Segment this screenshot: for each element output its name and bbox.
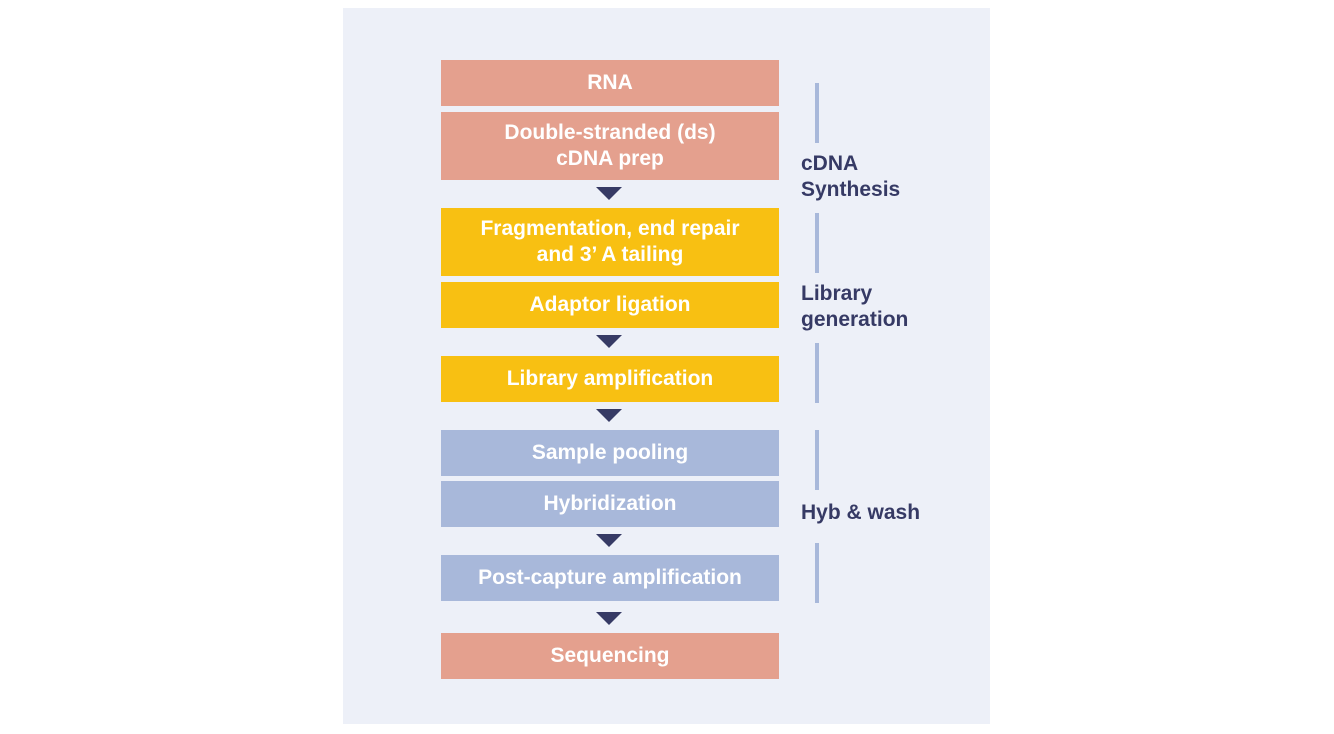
step-sequencing-label: Sequencing [550, 644, 670, 667]
flow-arrow [596, 187, 622, 200]
step-ds-cdna-prep-line2: cDNA prep [556, 147, 664, 170]
step-fragmentation-line2: and 3’ A tailing [536, 243, 684, 266]
step-library-amplification-label: Library amplification [506, 367, 714, 390]
step-adaptor-ligation-label: Adaptor ligation [529, 293, 691, 316]
flow-arrow [596, 612, 622, 625]
flow-arrow [596, 335, 622, 348]
step-rna-label: RNA [587, 71, 633, 94]
step-sample-pooling: Sample pooling [441, 430, 779, 476]
stage-bracket-line [815, 83, 819, 143]
flow-arrow [596, 409, 622, 422]
stage-label-cdna-line1: cDNA [801, 152, 859, 175]
flow-arrow [596, 534, 622, 547]
step-post-capture-amplification: Post-capture amplification [441, 555, 779, 601]
stage-label-cdna-synthesis: cDNA Synthesis [801, 151, 900, 203]
stage-bracket-line [815, 213, 819, 273]
stage-label-cdna-line2: Synthesis [801, 178, 901, 201]
stage-label-hyb-wash-text: Hyb & wash [801, 501, 921, 524]
stage-label-library-generation: Library generation [801, 281, 908, 333]
stage-bracket-line [815, 543, 819, 603]
stage-bracket-line [815, 430, 819, 490]
stage-label-hyb-wash: Hyb & wash [801, 500, 920, 526]
step-rna: RNA [441, 60, 779, 106]
step-ds-cdna-prep: Double-stranded (ds) cDNA prep [441, 112, 779, 180]
step-fragmentation: Fragmentation, end repair and 3’ A taili… [441, 208, 779, 276]
step-fragmentation-line1: Fragmentation, end repair [480, 217, 740, 240]
step-hybridization: Hybridization [441, 481, 779, 527]
step-sample-pooling-label: Sample pooling [531, 441, 689, 464]
step-post-capture-amplification-label: Post-capture amplification [478, 566, 742, 589]
step-adaptor-ligation: Adaptor ligation [441, 282, 779, 328]
step-hybridization-label: Hybridization [543, 492, 677, 515]
step-sequencing: Sequencing [441, 633, 779, 679]
step-ds-cdna-prep-line1: Double-stranded (ds) [504, 121, 716, 144]
stage-bracket-line [815, 343, 819, 403]
step-library-amplification: Library amplification [441, 356, 779, 402]
stage-label-library-line1: Library [801, 282, 873, 305]
stage-label-library-line2: generation [801, 308, 909, 331]
